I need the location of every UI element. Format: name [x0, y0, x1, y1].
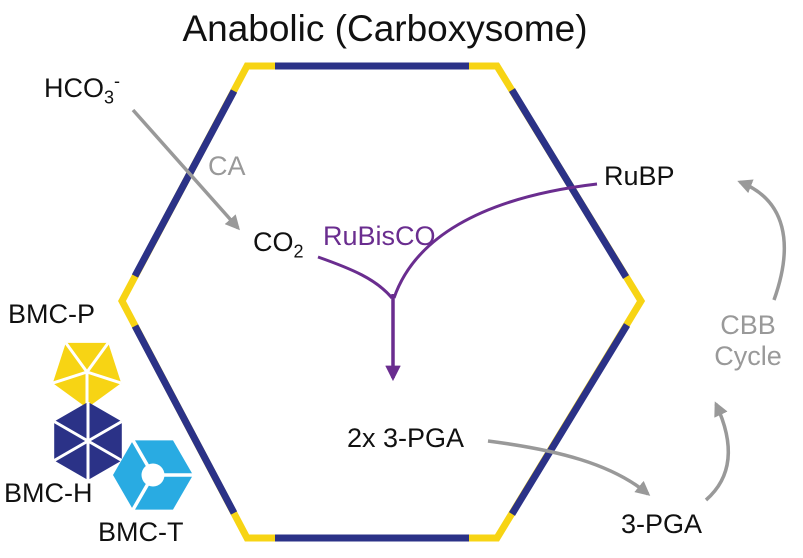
cbb-cycle-label: CBB Cycle [708, 310, 788, 372]
co2-label: CO2 [253, 227, 304, 262]
hco3-subscript: 3 [104, 87, 115, 108]
gray-arrows [131, 108, 786, 502]
bmc-h-hexamer [53, 402, 123, 480]
hco3-label: HCO3- [44, 71, 121, 108]
cbb-to-rubp-arrow [737, 179, 786, 301]
pga-label: 3-PGA [621, 509, 703, 539]
bmc-p-pentamer [52, 342, 122, 408]
co2-subscript: 2 [293, 241, 304, 262]
bmc-h-label: BMC-H [4, 478, 93, 508]
carboxysome-shell [118, 62, 646, 542]
shell-edge-lower-right [509, 323, 630, 516]
shell-edge-upper-left [131, 89, 238, 278]
pga-2x-label: 2x 3-PGA [347, 423, 465, 453]
rubisco-label: RuBisCO [323, 221, 436, 251]
bmc-t-pore [141, 463, 165, 487]
pga-export-arrow [487, 439, 651, 496]
shell-corners-yellow [118, 62, 646, 542]
co2-base: CO [253, 227, 294, 257]
rubisco-arrow-from-rubp [392, 182, 598, 299]
cbb-line2: Cycle [714, 341, 782, 372]
shell-edge-lower-left [131, 324, 238, 515]
ca-arrow [131, 108, 240, 231]
hco3-base: HCO [44, 73, 104, 103]
shell-edge-upper-right [509, 88, 629, 279]
bmc-p-label: BMC-P [8, 299, 95, 329]
ca-enzyme-label: CA [208, 151, 246, 181]
diagram-title: Anabolic (Carboxysome) [182, 8, 588, 49]
cbb-entry-arrow [704, 401, 730, 502]
shell-edges-blue [131, 62, 630, 542]
bmc-t-trimer [113, 439, 193, 511]
bmc-t-label: BMC-T [98, 517, 184, 547]
cbb-line1: CBB [720, 310, 776, 340]
rubp-label: RuBP [604, 161, 675, 191]
hco3-superscript: - [114, 71, 121, 91]
bmc-h-seams [53, 402, 123, 480]
rubisco-arrows [317, 182, 598, 382]
rubisco-arrow-from-co2 [317, 255, 394, 299]
